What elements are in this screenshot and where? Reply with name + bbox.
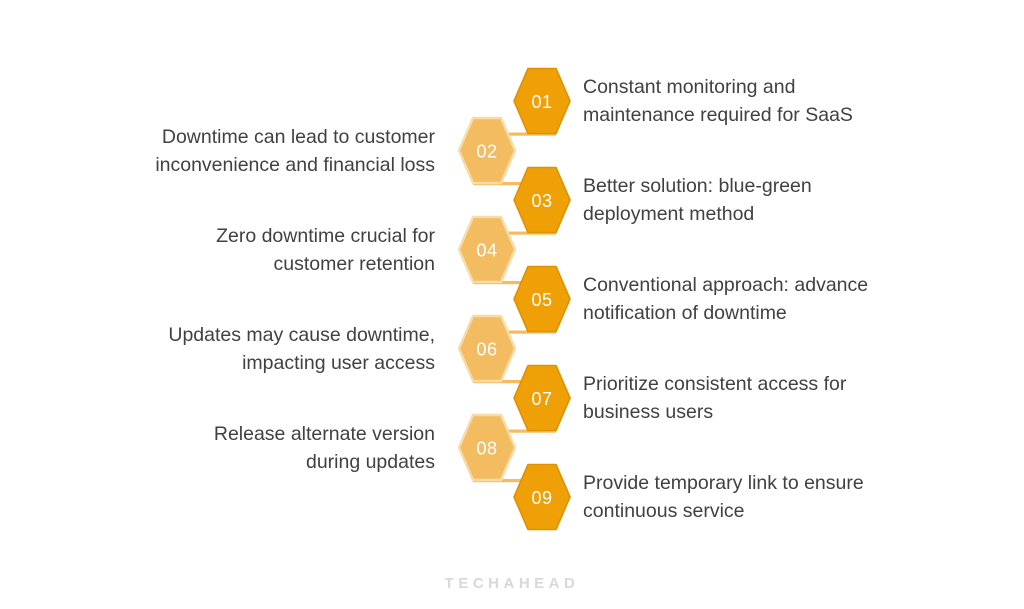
step-caption-04: Zero downtime crucial for customer reten… (216, 224, 435, 275)
hexagon-step-number: 08 (476, 439, 497, 459)
brand-watermark: TECHAHEAD (444, 575, 580, 592)
hexagon-step-number: 02 (476, 142, 497, 162)
chain-connector (473, 231, 556, 235)
hexagon-shape (513, 463, 571, 531)
hexagon-shape (513, 166, 571, 234)
hexagon-shape (457, 413, 517, 482)
hexagon-shape (457, 116, 517, 185)
chain-connector (473, 132, 556, 136)
chain-connector (473, 429, 556, 433)
hexagon-step-number: 07 (531, 389, 552, 409)
step-caption-05: Conventional approach: advance notificat… (583, 274, 869, 324)
hexagon-step-number: 01 (531, 92, 552, 112)
step-caption-01: Constant monitoring and maintenance requ… (583, 76, 853, 126)
hexagon-step-08[interactable]: 08 (457, 413, 517, 482)
hexagon-step-04[interactable]: 04 (457, 215, 517, 284)
chain-connector (473, 182, 556, 186)
hexagon-step-03[interactable]: 03 (513, 166, 571, 234)
connector-layer (473, 132, 556, 483)
hexagon-step-number: 04 (476, 241, 497, 261)
hexagon-step-07[interactable]: 07 (513, 364, 571, 432)
chain-svg: 01 02 03 04 05 06 07 08 09 (457, 67, 571, 531)
chain-connector (473, 380, 556, 384)
hexagon-shape (457, 314, 517, 383)
chain-connector (473, 281, 556, 285)
hexagon-layer: 01 02 03 04 05 06 07 08 09 (457, 67, 571, 531)
hexagon-shape (457, 215, 517, 284)
step-caption-03: Better solution: blue-green deployment m… (583, 175, 812, 225)
hexagon-shape (513, 67, 571, 135)
chain-connector (473, 479, 556, 483)
hexagon-step-02[interactable]: 02 (457, 116, 517, 185)
hexagon-step-number: 09 (531, 488, 552, 508)
hexagon-step-06[interactable]: 06 (457, 314, 517, 383)
chain-connector (473, 330, 556, 334)
step-caption-08: Release alternate version during updates (213, 422, 435, 473)
hexagon-step-chain: 01 02 03 04 05 06 07 08 09 (448, 60, 578, 531)
hexagon-shape (513, 265, 571, 333)
step-caption-07: Prioritize consistent access for busines… (583, 373, 847, 423)
hexagon-step-09[interactable]: 09 (513, 463, 571, 531)
hexagon-step-05[interactable]: 05 (513, 265, 571, 333)
hexagon-step-number: 06 (476, 340, 497, 360)
hexagon-step-number: 03 (531, 191, 552, 211)
step-caption-06: Updates may cause downtime, impacting us… (168, 323, 435, 374)
step-caption-09: Provide temporary link to ensure continu… (583, 472, 864, 522)
hexagon-shape (513, 364, 571, 432)
hexagon-step-number: 05 (531, 290, 552, 310)
step-caption-02: Downtime can lead to customer inconvenie… (155, 125, 435, 176)
hexagon-step-01[interactable]: 01 (513, 67, 571, 135)
